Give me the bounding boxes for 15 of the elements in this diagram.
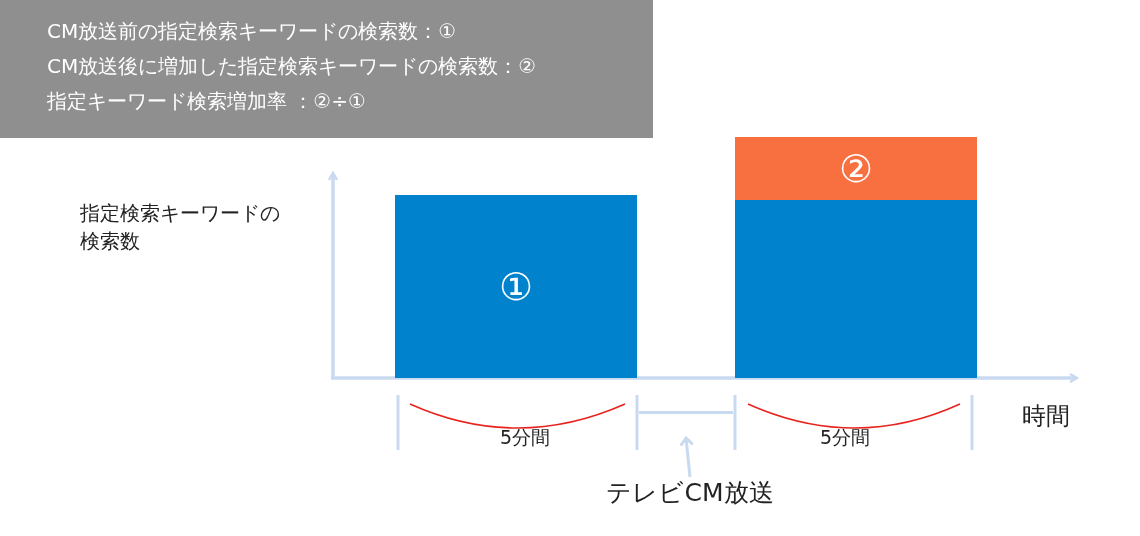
legend-line: CM放送前の指定検索キーワードの検索数：① [47,18,457,45]
caption-text: テレビCM放送 [590,477,790,509]
bar-segment [735,137,977,200]
duration-label: 5分間 [818,425,872,450]
bar [395,195,637,378]
legend-line: 指定キーワード検索増加率 ：②÷① [47,88,366,115]
legend-line: CM放送後に増加した指定検索キーワードの検索数：② [47,53,537,80]
bar-label: ② [838,146,874,191]
arrow [679,436,695,478]
axis-label: 時間 [1022,401,1071,432]
bar-label: ① [498,264,534,309]
bar-segment [735,200,977,378]
legend-panel [0,0,653,138]
duration-label: 5分間 [498,425,552,450]
axis-label: 指定検索キーワードの検索数 [80,200,281,255]
